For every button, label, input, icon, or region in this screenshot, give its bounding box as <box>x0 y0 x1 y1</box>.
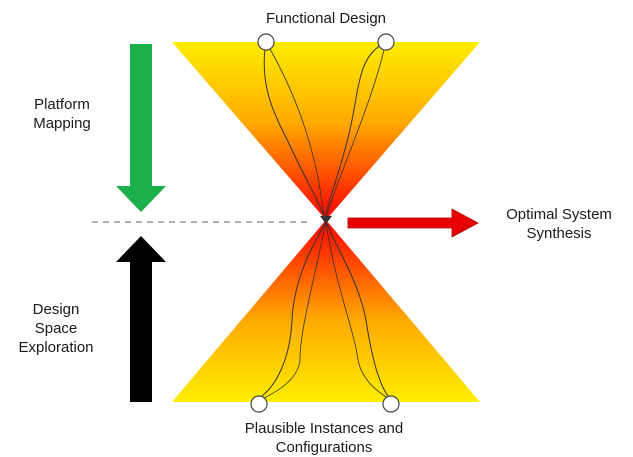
path-curve <box>324 41 387 219</box>
node-circle <box>257 33 275 51</box>
optimal-synthesis-line1: Optimal System <box>506 206 612 223</box>
platform-mapping-line1: Platform <box>34 96 90 113</box>
path-curve <box>263 221 327 399</box>
dse-line2: Space <box>34 320 78 337</box>
design-space-exploration-label: Design Space Exploration <box>5 300 107 357</box>
functional-design-label: Functional Design <box>265 10 387 27</box>
arrow-down-icon <box>116 44 166 212</box>
arrow-up-icon <box>116 236 166 402</box>
path-curve <box>325 221 389 397</box>
node-circle <box>382 395 400 413</box>
optimal-synthesis-label: Optimal System Synthesis <box>486 205 632 243</box>
plausible-line1: Plausible Instances and <box>244 420 404 437</box>
plausible-instances-label: Plausible Instances and Configurations <box>204 419 444 457</box>
top-cone <box>172 42 480 220</box>
platform-mapping-label: Platform Mapping <box>14 95 110 133</box>
path-curve <box>325 221 389 399</box>
node-circle <box>377 33 395 51</box>
node-circle <box>250 395 268 413</box>
dse-line3: Exploration <box>18 339 94 356</box>
bottom-cone <box>172 220 480 402</box>
platform-mapping-line2: Mapping <box>33 115 91 132</box>
convergence-point <box>320 216 332 224</box>
path-curve <box>265 41 325 219</box>
path-curve <box>325 41 387 219</box>
optimal-synthesis-line2: Synthesis <box>526 225 592 242</box>
plausible-line2: Configurations <box>275 439 373 456</box>
arrow-right-icon <box>347 208 479 238</box>
path-curve <box>263 41 326 219</box>
path-curve <box>261 221 327 397</box>
dse-line1: Design <box>32 301 80 318</box>
